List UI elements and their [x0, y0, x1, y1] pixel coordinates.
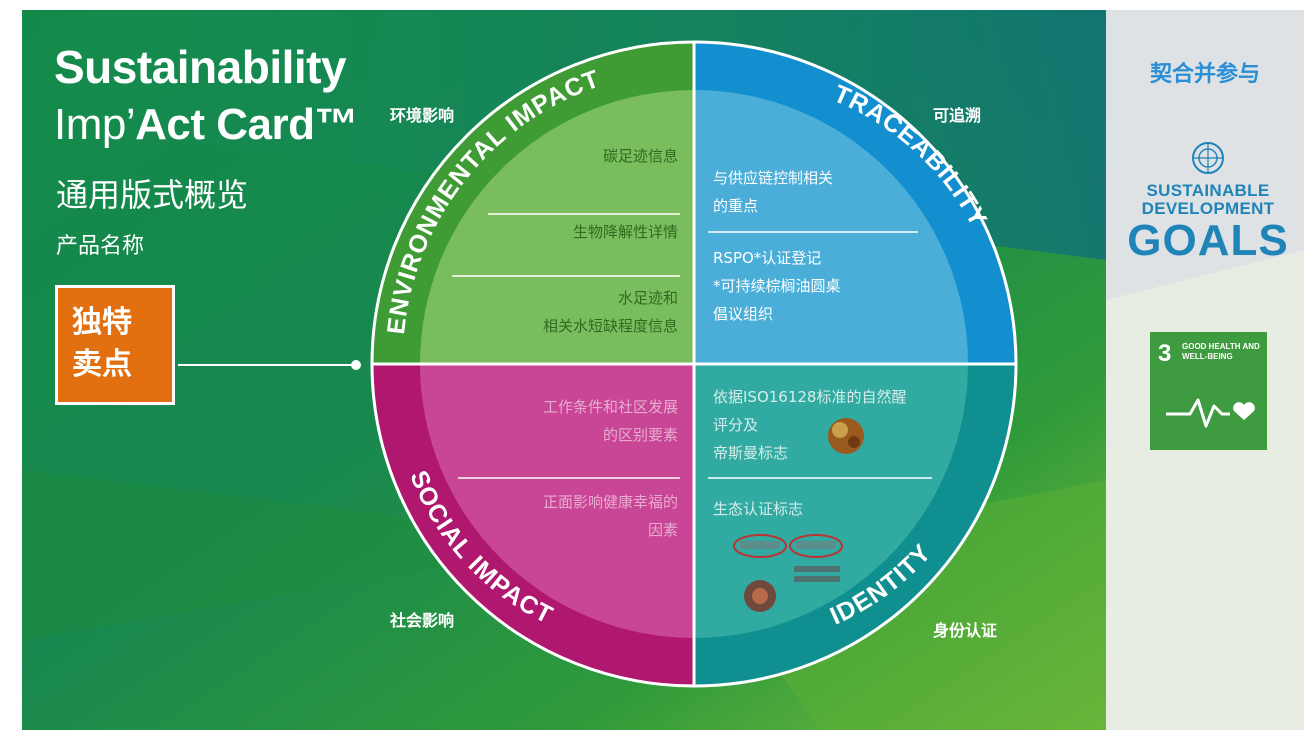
sdg-line2: DEVELOPMENT [1141, 199, 1275, 218]
environmental-outer-label: 环境影响 [390, 106, 455, 125]
trace-item-line: RSPO*认证登记 [713, 249, 822, 267]
env-item-line: 水足迹和 [617, 289, 678, 307]
env-item-biodegradability: 生物降解性详情 [478, 218, 678, 246]
un-emblem-icon [1192, 142, 1224, 174]
sdg-line3: GOALS [1127, 216, 1289, 265]
join-label: 契合并参与 [1149, 62, 1260, 87]
sdg3-tile: 3 GOOD HEALTH AND WELL-BEING [1150, 332, 1267, 450]
env-item-line: 碳足迹信息 [602, 147, 678, 165]
dsm-natural-logo [828, 418, 864, 454]
env-item-line: 相关水短缺程度信息 [542, 317, 678, 335]
title-line2-bold: Act Card™ [135, 100, 358, 149]
trace-item-line: 倡议组织 [713, 305, 774, 323]
social-item-line: 正面影响健康幸福的 [542, 493, 678, 511]
environmental-inner [420, 90, 694, 364]
env-item-line: 生物降解性详情 [572, 223, 678, 241]
social-item-line: 工作条件和社区发展 [542, 398, 678, 416]
cosmos-approved-logo [794, 566, 840, 582]
traceability-outer-label: 可追溯 [933, 106, 982, 125]
identity-item-line: 生态认证标志 [713, 500, 804, 518]
social-item-line: 因素 [647, 521, 678, 539]
title-line1: Sustainability [54, 41, 347, 93]
identity-item-line: 依据ISO16128标准的自然醒 [713, 388, 907, 406]
sdg-line1: SUSTAINABLE [1146, 181, 1270, 200]
identity-item-line: 帝斯曼标志 [713, 444, 789, 462]
usp-line2: 卖点 [72, 347, 132, 382]
sdg3-number: 3 [1158, 340, 1172, 367]
ecocert-logo [789, 534, 843, 558]
identity-item-line: 评分及 [713, 416, 759, 434]
background-facet [22, 470, 600, 640]
usp-box: 独特 卖点 [55, 285, 175, 405]
trace-item-line: 的重点 [713, 197, 759, 215]
identity-inner [694, 364, 968, 638]
social-item-wellbeing: 正面影响健康幸福的 因素 [448, 488, 678, 544]
subtitle: 通用版式概览 [56, 176, 249, 214]
usp-line1: 独特 [72, 305, 132, 340]
social-item-line: 的区别要素 [602, 426, 678, 444]
heartbeat-icon [1166, 398, 1255, 428]
sdg3-label: GOOD HEALTH AND WELL-BEING [1182, 342, 1260, 361]
trace-item-supply-chain: 与供应链控制相关 的重点 [713, 164, 933, 220]
env-item-water: 水足迹和 相关水短缺程度信息 [458, 284, 678, 340]
traceability-inner [694, 90, 968, 364]
trace-item-rspo: RSPO*认证登记 *可持续棕榈油圆桌 倡议组织 [713, 244, 943, 328]
trace-item-line: 与供应链控制相关 [713, 169, 834, 187]
sdg-logo: SUSTAINABLE DEVELOPMENT GOALS [1122, 138, 1294, 264]
identity-item-eco-cert: 生态认证标志 [713, 495, 913, 523]
env-item-carbon: 碳足迹信息 [478, 142, 678, 170]
social-outer-label: 社会影响 [390, 611, 455, 630]
product-name: 产品名称 [56, 234, 145, 259]
social-item-working-conditions: 工作条件和社区发展 的区别要素 [448, 393, 678, 449]
ecocert-logo [733, 534, 787, 558]
identity-item-iso: 依据ISO16128标准的自然醒 评分及 帝斯曼标志 [713, 383, 943, 467]
usp-connector-dot [351, 360, 361, 370]
title-line2: Imp’Act Card™ [54, 100, 358, 150]
natrue-logo [744, 580, 776, 612]
title-line2-light: Imp’ [54, 100, 136, 149]
social-inner [420, 364, 694, 638]
trace-item-line: *可持续棕榈油圆桌 [713, 277, 841, 295]
identity-outer-label: 身份认证 [933, 621, 998, 640]
